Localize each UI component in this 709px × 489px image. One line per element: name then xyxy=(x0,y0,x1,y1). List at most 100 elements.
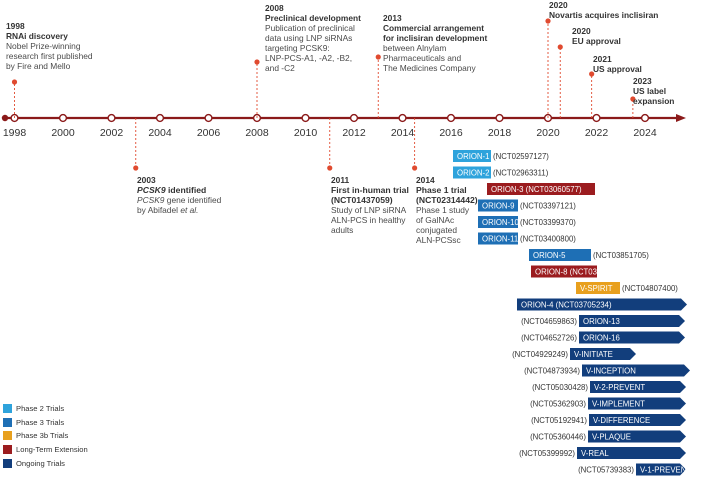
trial-bar xyxy=(570,348,636,360)
trial-nct: (NCT05030428) xyxy=(532,383,588,392)
event-line: Publication of preclinical xyxy=(265,23,355,33)
event-2023-label: 2023 US label expansion xyxy=(633,76,709,106)
event-title: EU approval xyxy=(572,36,621,46)
trial-label: ORION-9 xyxy=(482,202,515,211)
trial-bar xyxy=(636,463,686,476)
event-title: Phase 1 trial xyxy=(416,185,467,195)
trial-label: ORION-4 (NCT03705234) xyxy=(521,301,612,310)
event-year: 2008 xyxy=(265,3,284,13)
trial-bar xyxy=(487,183,595,195)
trial-bar xyxy=(582,364,690,377)
year-tick xyxy=(495,113,504,123)
year-tick xyxy=(155,113,165,123)
event-line: between Alnylam xyxy=(383,43,447,53)
event-year: 2003 xyxy=(137,175,156,185)
trial-nct: (NCT02963311) xyxy=(493,169,549,178)
event-title: Commercial arrangement xyxy=(383,23,485,33)
year-tick xyxy=(107,113,116,123)
event-dot xyxy=(412,165,418,171)
trial-bar xyxy=(588,397,686,410)
legend-swatch xyxy=(3,417,12,427)
legend-label: Phase 3b Trials xyxy=(16,431,69,441)
legend-label: Long-Term Extension xyxy=(16,445,88,455)
trial-label: V-DIFFERENCE xyxy=(593,416,650,425)
legend-item: Long-Term Extension xyxy=(3,443,88,457)
trial-label: ORION-2 xyxy=(457,169,490,178)
legend-label: Phase 3 Trials xyxy=(16,417,65,427)
trial-bar xyxy=(478,199,518,212)
event-title: RNAi discovery xyxy=(6,31,68,41)
year-label: 2020 xyxy=(536,127,560,139)
trial-nct: (NCT05192941) xyxy=(531,416,587,425)
year-label: 2018 xyxy=(488,127,512,139)
event-2003: 2003 PCSK9 identified PCSK9 gene identif… xyxy=(137,175,221,215)
year-label: 2010 xyxy=(294,127,318,139)
trial-label: V-2-PREVENT xyxy=(594,383,645,392)
event-line: by Abifadel xyxy=(137,205,181,215)
event-year: 1998 xyxy=(6,21,25,31)
event-year: 2020 xyxy=(549,0,568,10)
legend-item: Phase 2 Trials xyxy=(3,402,88,416)
legend-item: Phase 3 Trials xyxy=(3,416,88,430)
year-tick xyxy=(446,113,456,123)
trial-nct: (NCT04652726) xyxy=(521,334,577,343)
event-line: and -C2 xyxy=(265,63,295,73)
event-dot xyxy=(589,71,595,77)
trial-nct: (NCT03400800) xyxy=(520,235,576,244)
event-line: conjugated xyxy=(416,225,457,235)
event-year: 2014 xyxy=(416,175,435,185)
event-1998: 1998 RNAi discovery Nobel Prize-winning … xyxy=(6,21,93,71)
event-line: Pharmaceuticals and xyxy=(383,53,462,63)
event-line: research first published xyxy=(6,51,93,61)
year-tick xyxy=(398,113,407,123)
event-dot xyxy=(545,18,551,24)
year-label: 2016 xyxy=(439,127,463,139)
trial-nct: (NCT03399370) xyxy=(520,218,576,227)
event-title: First in-human trial xyxy=(331,185,409,195)
trial-bar xyxy=(576,282,620,294)
trial-bar xyxy=(453,150,491,162)
event-year: 2011 xyxy=(331,175,350,185)
event-line: by Fire and Mello xyxy=(6,61,71,71)
trial-label: V-1-PREVENT xyxy=(640,466,691,475)
trial-label: V-INCEPTION xyxy=(586,367,636,376)
event-line: data using LNP siRNAs xyxy=(265,33,353,43)
event-line: adults xyxy=(331,225,354,235)
timeline-start-dot xyxy=(1,114,9,122)
trial-nct: (NCT05360446) xyxy=(530,433,586,442)
event-2014: 2014 Phase 1 trial (NCT02314442) Phase 1… xyxy=(416,175,478,245)
trial-nct: (NCT03397121) xyxy=(520,202,576,211)
trial-bar xyxy=(588,430,686,443)
event-title: US label expansion xyxy=(633,86,675,106)
trial-nct: (NCT04873934) xyxy=(524,367,580,376)
legend-swatch xyxy=(3,431,12,441)
legend-label: Phase 2 Trials xyxy=(16,404,65,414)
event-dot xyxy=(11,79,18,85)
event-line: LNP-PCS-A1, -A2, -B2, xyxy=(265,53,353,63)
event-dot xyxy=(375,54,381,60)
trial-bar xyxy=(517,298,687,311)
event-line: targeting PCSK9: xyxy=(265,43,330,53)
trial-label: ORION-5 xyxy=(533,251,566,260)
trial-label: ORION-10 xyxy=(482,218,519,227)
event-line: gene identified xyxy=(164,195,222,205)
trial-nct: (NCT05362903) xyxy=(530,400,586,409)
event-line: ALN-PCSsc xyxy=(416,235,461,245)
year-tick xyxy=(301,113,310,123)
year-label: 1998 xyxy=(3,127,27,139)
trial-label: ORION-3 (NCT03060577) xyxy=(491,185,582,194)
event-year: 2020 xyxy=(572,26,591,36)
event-dot xyxy=(557,44,563,50)
trial-label: V-REAL xyxy=(581,449,609,458)
event-line-italic: et al. xyxy=(180,205,199,215)
trial-label: ORION-8 (NCT03814187) xyxy=(535,268,626,277)
event-title: US approval xyxy=(593,64,642,74)
trial-bar xyxy=(531,265,597,278)
trial-label: V-PLAQUE xyxy=(592,433,631,442)
event-line: ALN-PCS in healthy xyxy=(331,215,406,225)
trial-label: V-INITIATE xyxy=(574,350,613,359)
trial-label: ORION-16 xyxy=(583,334,620,343)
event-dot xyxy=(133,165,139,171)
legend-item: Phase 3b Trials xyxy=(3,429,88,443)
year-label: 2014 xyxy=(391,127,415,139)
